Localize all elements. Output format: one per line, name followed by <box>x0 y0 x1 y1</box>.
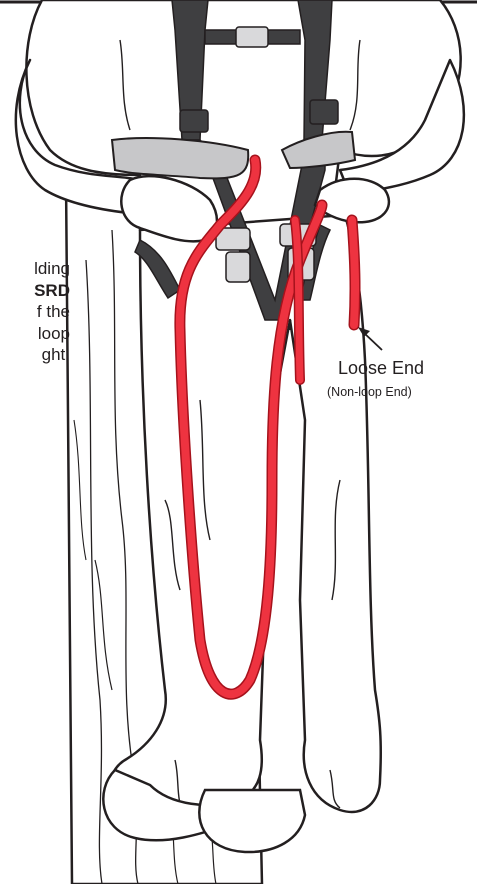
non-loop-end-label: (Non-loop End) <box>327 385 412 399</box>
left-adjuster <box>180 110 208 132</box>
instruction-line-3: f the <box>0 301 70 323</box>
chest-buckle-icon <box>236 27 268 47</box>
loose-end-label: Loose End <box>338 358 424 379</box>
instruction-line-2: SRD <box>0 280 70 302</box>
instruction-line-5: ght. <box>0 344 70 366</box>
right-adjuster <box>310 100 338 124</box>
instruction-line-4: loop <box>0 323 70 345</box>
instruction-line-1: lding <box>0 258 70 280</box>
instruction-text: lding SRD f the loop ght. <box>0 258 70 366</box>
